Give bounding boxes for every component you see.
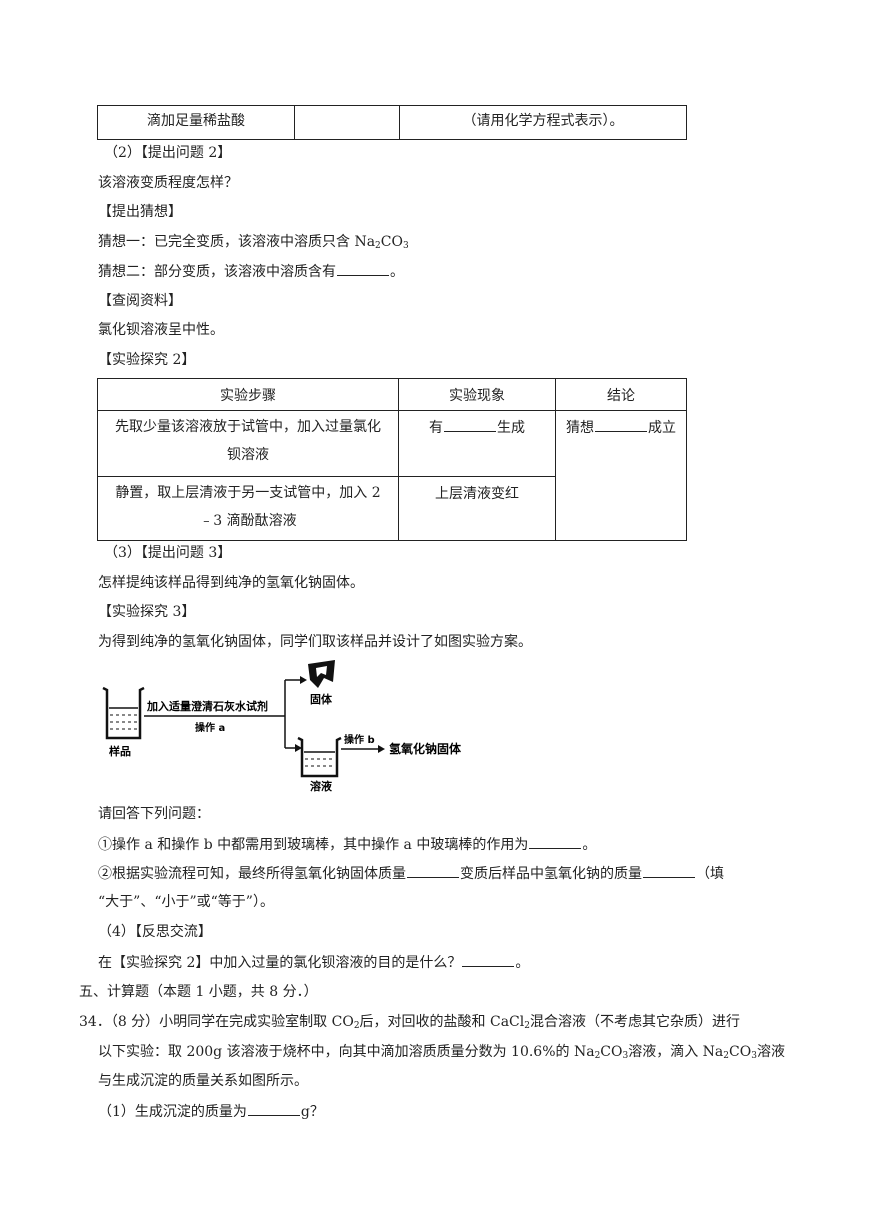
q2-title: （2）【提出问题 2】: [104, 145, 232, 161]
product-label: 氢氧化钠固体: [389, 741, 462, 756]
table1-cell-observation: [294, 105, 400, 140]
q3-question: 怎样提纯该样品得到纯净的氢氧化钠固体。: [98, 575, 364, 591]
experiment-3-text: 为得到纯净的氢氧化钠固体，同学们取该样品并设计了如图实验方案。: [98, 634, 532, 650]
answer-blank[interactable]: [337, 261, 389, 276]
q34-line-2: 以下实验：取 200g 该溶液于烧杯中，向其中滴加溶质质量分数为 10.6%的 …: [98, 1044, 785, 1061]
table2-row1-step: 先取少量该溶液放于试管中，加入过量氯化 钡溶液: [97, 410, 399, 477]
table1-cell-conclusion: （请用化学方程式表示）。: [399, 105, 687, 140]
section-5-title: 五、计算题（本题 1 小题，共 8 分．）: [79, 984, 318, 1000]
solution-label: 溶液: [310, 779, 333, 793]
answer-blank[interactable]: [462, 952, 515, 967]
hypothesis-title: 【提出猜想】: [98, 204, 182, 220]
experiment-2-title: 【实验探究 2】: [98, 352, 196, 368]
answer-prompt: 请回答下列问题：: [98, 806, 210, 822]
table2-header-observation: 实验现象: [398, 378, 556, 411]
arrow-right-icon: [300, 676, 307, 684]
q34-line-3: 与生成沉淀的质量关系如图所示。: [98, 1073, 308, 1089]
table2-row1-observation: 有生成: [398, 410, 556, 477]
experiment-flow-diagram: 样品 加入适量澄清石灰水试剂 操作 a 固体 溶液 操作 b 氢氧化钠固体: [102, 660, 462, 793]
q34-line-1: 34．（8 分）小明同学在完成实验室制取 CO2后，对回收的盐酸和 CaCl2混…: [79, 1014, 740, 1031]
table2-row2-observation: 上层清液变红: [398, 476, 556, 541]
answer-blank[interactable]: [444, 417, 496, 432]
arrow-right-icon: [378, 745, 385, 753]
q4-question: 在【实验探究 2】中加入过量的氯化钡溶液的目的是什么？。: [98, 952, 529, 973]
q2-question: 该溶液变质程度怎样？: [98, 175, 238, 191]
reference-text: 氯化钡溶液呈中性。: [98, 322, 224, 338]
sample-beaker: [102, 686, 145, 740]
question-a2: ②根据实验流程可知，最终所得氢氧化钠固体质量变质后样品中氢氧化钠的质量（填: [98, 863, 724, 884]
table-1: 滴加足量稀盐酸 （请用化学方程式表示）。: [97, 105, 687, 140]
table2-header-step: 实验步骤: [97, 378, 399, 411]
table2-row2-step: 静置，取上层清液于另一支试管中，加入 2 ﹣3 滴酚酞溶液: [97, 476, 399, 541]
operation-a-label: 操作 a: [195, 721, 225, 734]
hypothesis-2: 猜想二：部分变质，该溶液中溶质含有。: [98, 261, 404, 282]
table2-header-conclusion: 结论: [555, 378, 687, 411]
answer-blank[interactable]: [247, 1101, 300, 1116]
answer-blank[interactable]: [529, 834, 582, 849]
operation-b-label: 操作 b: [344, 733, 375, 746]
table-2: 实验步骤 实验现象 结论 先取少量该溶液放于试管中，加入过量氯化 钡溶液 有生成…: [97, 378, 687, 541]
q3-title: （3）【提出问题 3】: [104, 545, 232, 561]
table2-conclusion: 猜想成立: [555, 410, 687, 541]
reference-title: 【查阅资料】: [98, 293, 182, 309]
sample-label: 样品: [109, 744, 131, 758]
arrow-right-icon: [295, 744, 302, 752]
solution-beaker: [297, 736, 342, 778]
answer-blank[interactable]: [595, 417, 647, 432]
reagent-label: 加入适量澄清石灰水试剂: [146, 699, 268, 713]
question-a1: ①操作 a 和操作 b 中都需用到玻璃棒，其中操作 a 中玻璃棒的作用为。: [98, 834, 596, 855]
hypothesis-1: 猜想一：已完全变质，该溶液中溶质只含 Na2CO3: [98, 234, 409, 251]
experiment-3-title: 【实验探究 3】: [98, 604, 196, 620]
answer-blank[interactable]: [407, 863, 459, 878]
question-a2-options: “大于”、“小于”或“等于”）。: [98, 894, 274, 910]
table1-cell-step: 滴加足量稀盐酸: [97, 105, 295, 140]
solid-icon: [308, 660, 335, 688]
solid-label: 固体: [310, 692, 333, 706]
answer-blank[interactable]: [643, 863, 695, 878]
q4-title: （4）【反思交流】: [98, 924, 212, 940]
